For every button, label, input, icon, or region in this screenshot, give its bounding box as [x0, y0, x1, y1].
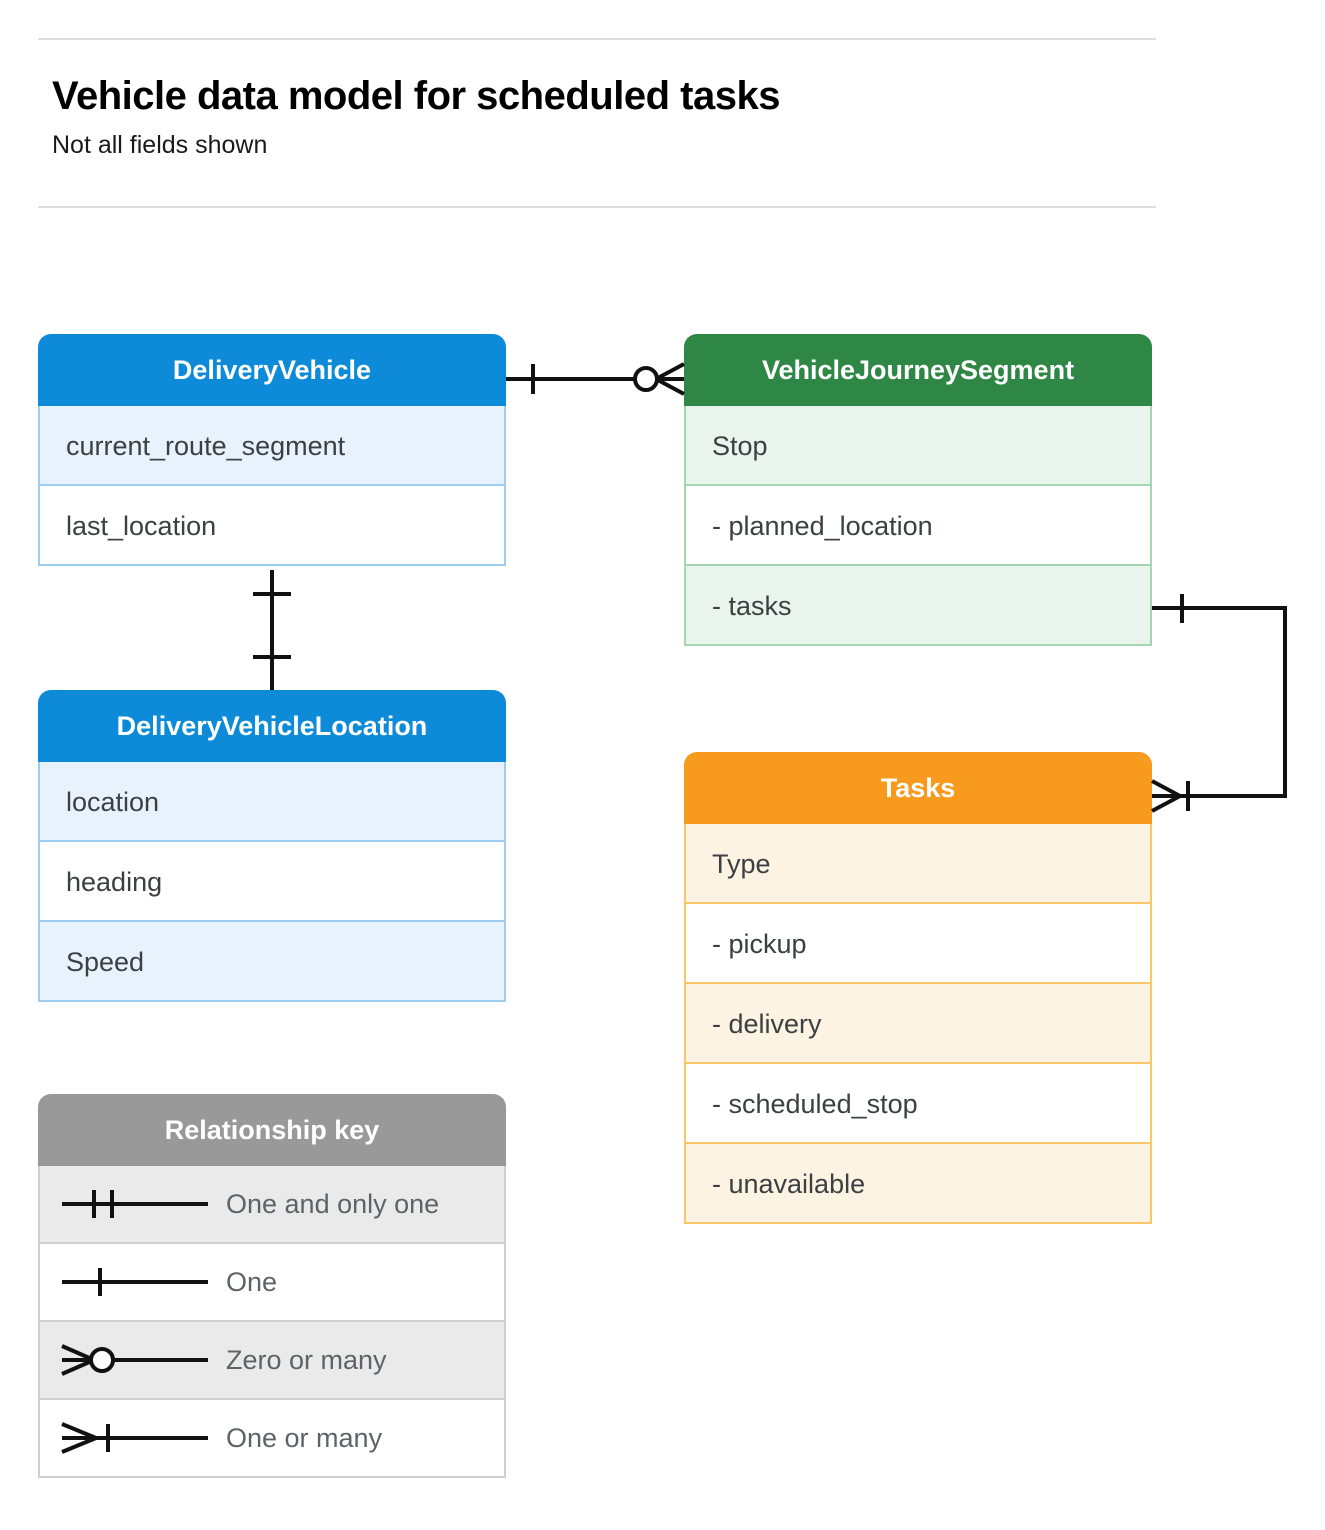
entity-delivery-vehicle-title: DeliveryVehicle [38, 334, 506, 406]
entity-vehicle-journey-segment-title: VehicleJourneySegment [684, 334, 1152, 406]
relationship-key-legend[interactable]: Relationship key One and only one One [38, 1094, 506, 1478]
entity-field-row: - planned_location [684, 486, 1152, 566]
one-and-only-one-icon [60, 1184, 210, 1224]
page-subtitle: Not all fields shown [52, 131, 268, 159]
entity-vehicle-journey-segment[interactable]: VehicleJourneySegment Stop - planned_loc… [684, 334, 1152, 646]
entity-field-row: last_location [38, 486, 506, 566]
connector-vehicle-to-journey-segment [506, 362, 685, 396]
entity-field-row: current_route_segment [38, 406, 506, 486]
connector-vehicle-to-vehicle-location [253, 570, 291, 690]
legend-item-one-and-only-one: One and only one [38, 1166, 506, 1244]
entity-delivery-vehicle-location[interactable]: DeliveryVehicleLocation location heading… [38, 690, 506, 1002]
entity-delivery-vehicle-location-title: DeliveryVehicleLocation [38, 690, 506, 762]
legend-item-one-or-many: One or many [38, 1400, 506, 1478]
entity-tasks-title: Tasks [684, 752, 1152, 824]
one-or-many-icon [60, 1418, 210, 1458]
entity-field-row: location [38, 762, 506, 842]
connector-journey-segment-tasks-to-tasks [1151, 594, 1287, 813]
entity-field-row: - unavailable [684, 1144, 1152, 1224]
entity-field-row: - delivery [684, 984, 1152, 1064]
header-divider-bottom [38, 206, 1156, 208]
entity-delivery-vehicle[interactable]: DeliveryVehicle current_route_segment la… [38, 334, 506, 566]
entity-field-row: heading [38, 842, 506, 922]
legend-item-label: Zero or many [226, 1345, 387, 1375]
legend-item-label: One and only one [226, 1189, 440, 1219]
one-icon [60, 1262, 210, 1302]
relationship-key-title: Relationship key [38, 1094, 506, 1166]
legend-item-one: One [38, 1244, 506, 1322]
entity-field-row: - tasks [684, 566, 1152, 646]
entity-field-row: Speed [38, 922, 506, 1002]
zero-or-many-icon [60, 1340, 210, 1380]
legend-item-label: One or many [226, 1423, 383, 1453]
legend-item-zero-or-many: Zero or many [38, 1322, 506, 1400]
entity-field-row: - pickup [684, 904, 1152, 984]
header-divider-top [38, 38, 1156, 40]
entity-field-row: - scheduled_stop [684, 1064, 1152, 1144]
entity-field-row: Type [684, 824, 1152, 904]
page-title: Vehicle data model for scheduled tasks [52, 74, 780, 118]
entity-field-row: Stop [684, 406, 1152, 486]
legend-item-label: One [226, 1267, 278, 1297]
entity-tasks[interactable]: Tasks Type - pickup - delivery - schedul… [684, 752, 1152, 1224]
